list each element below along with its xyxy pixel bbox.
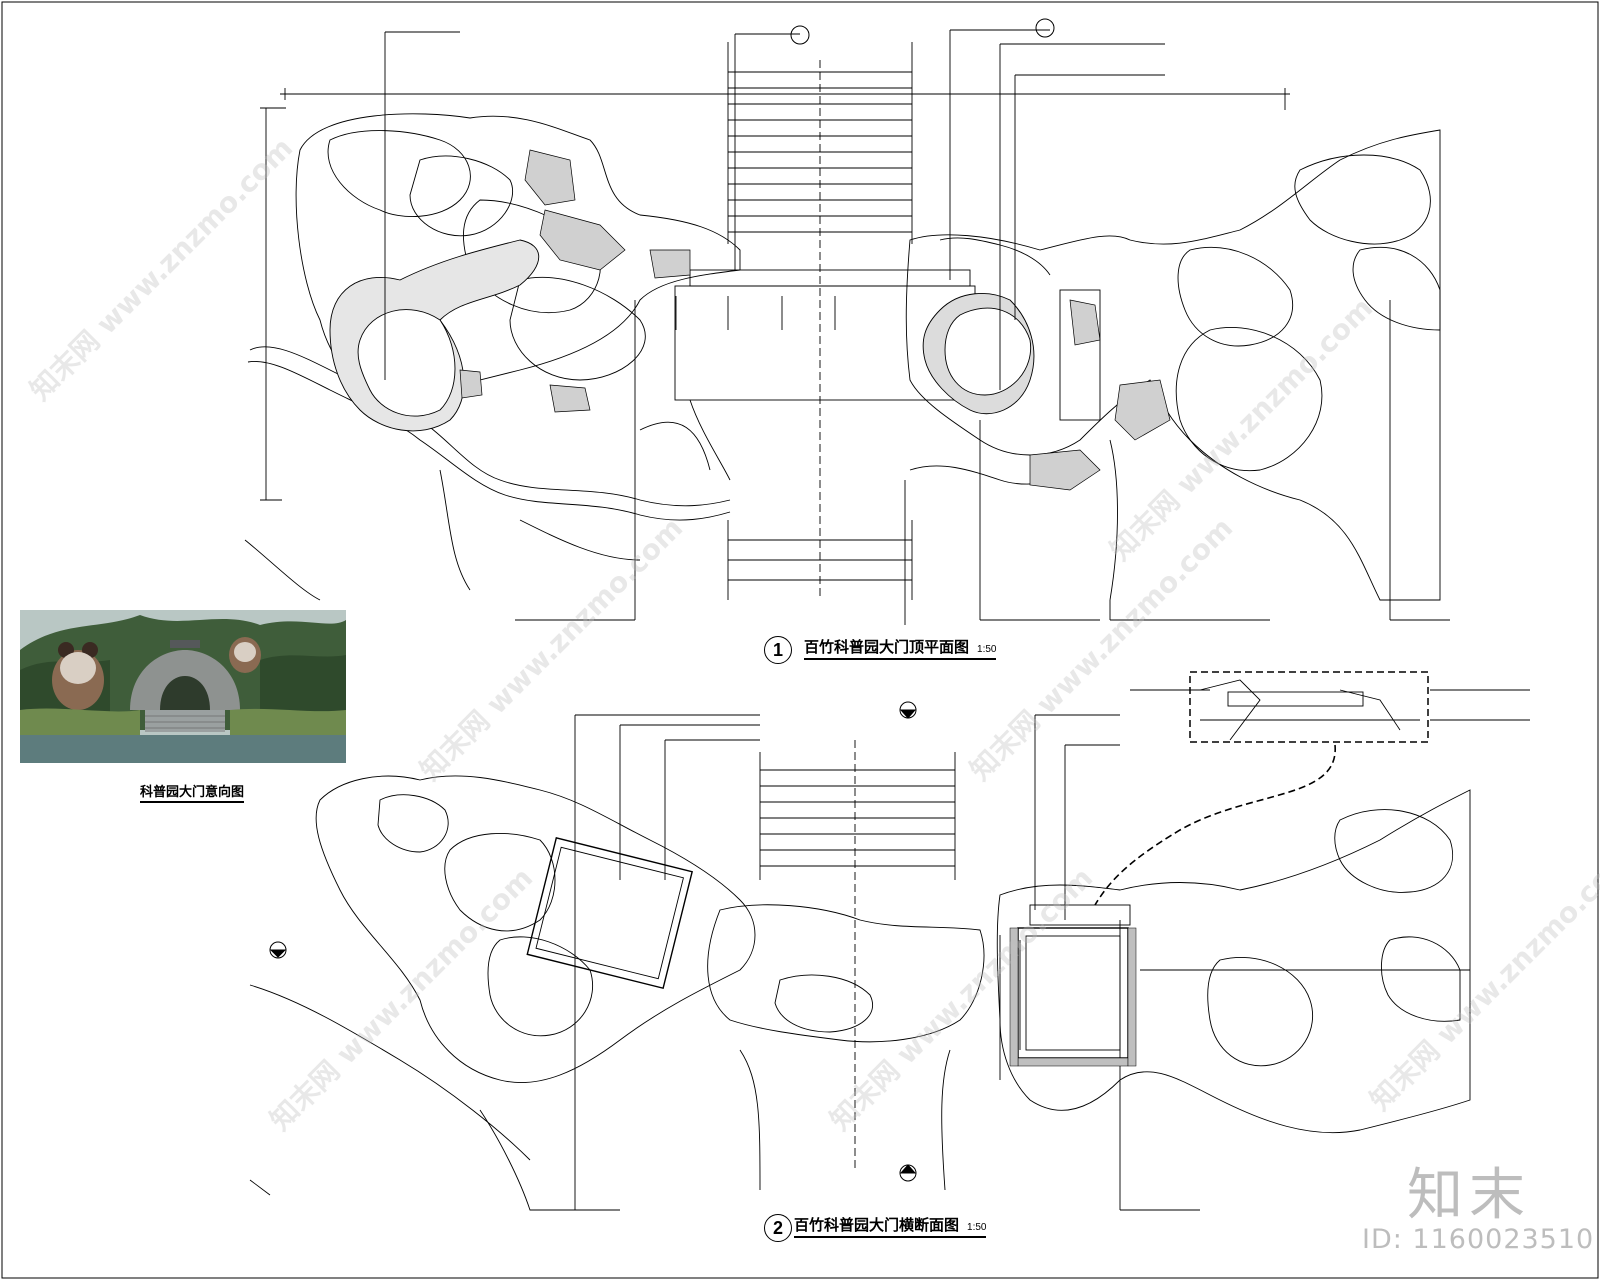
reference-caption: 科普园大门意向图 [140, 781, 245, 803]
plan-title-text: 百竹科普园大门顶平面图 [804, 639, 970, 656]
plan-drawing [244, 29, 1450, 625]
plan-number-circle: 1 [764, 636, 792, 664]
section-title-text: 百竹科普园大门横断面图 [794, 1217, 960, 1234]
reference-photo-image [20, 610, 346, 763]
section-number-circle: 2 [764, 1214, 792, 1242]
plan-title: 百竹科普园大门顶平面图 1:50 [804, 636, 997, 660]
section-hatches [1009, 927, 1137, 1067]
brand-logo: 知末 [1407, 1163, 1531, 1228]
reference-photo [20, 610, 346, 763]
section-title: 百竹科普园大门横断面图 1:50 [794, 1214, 987, 1238]
plan-scale: 1:50 [977, 644, 997, 655]
section-scale: 1:50 [967, 1222, 987, 1233]
image-id: ID: 1160023510 [1362, 1224, 1595, 1255]
section-markers [269, 18, 1055, 1182]
plan-hatches [459, 149, 1171, 491]
